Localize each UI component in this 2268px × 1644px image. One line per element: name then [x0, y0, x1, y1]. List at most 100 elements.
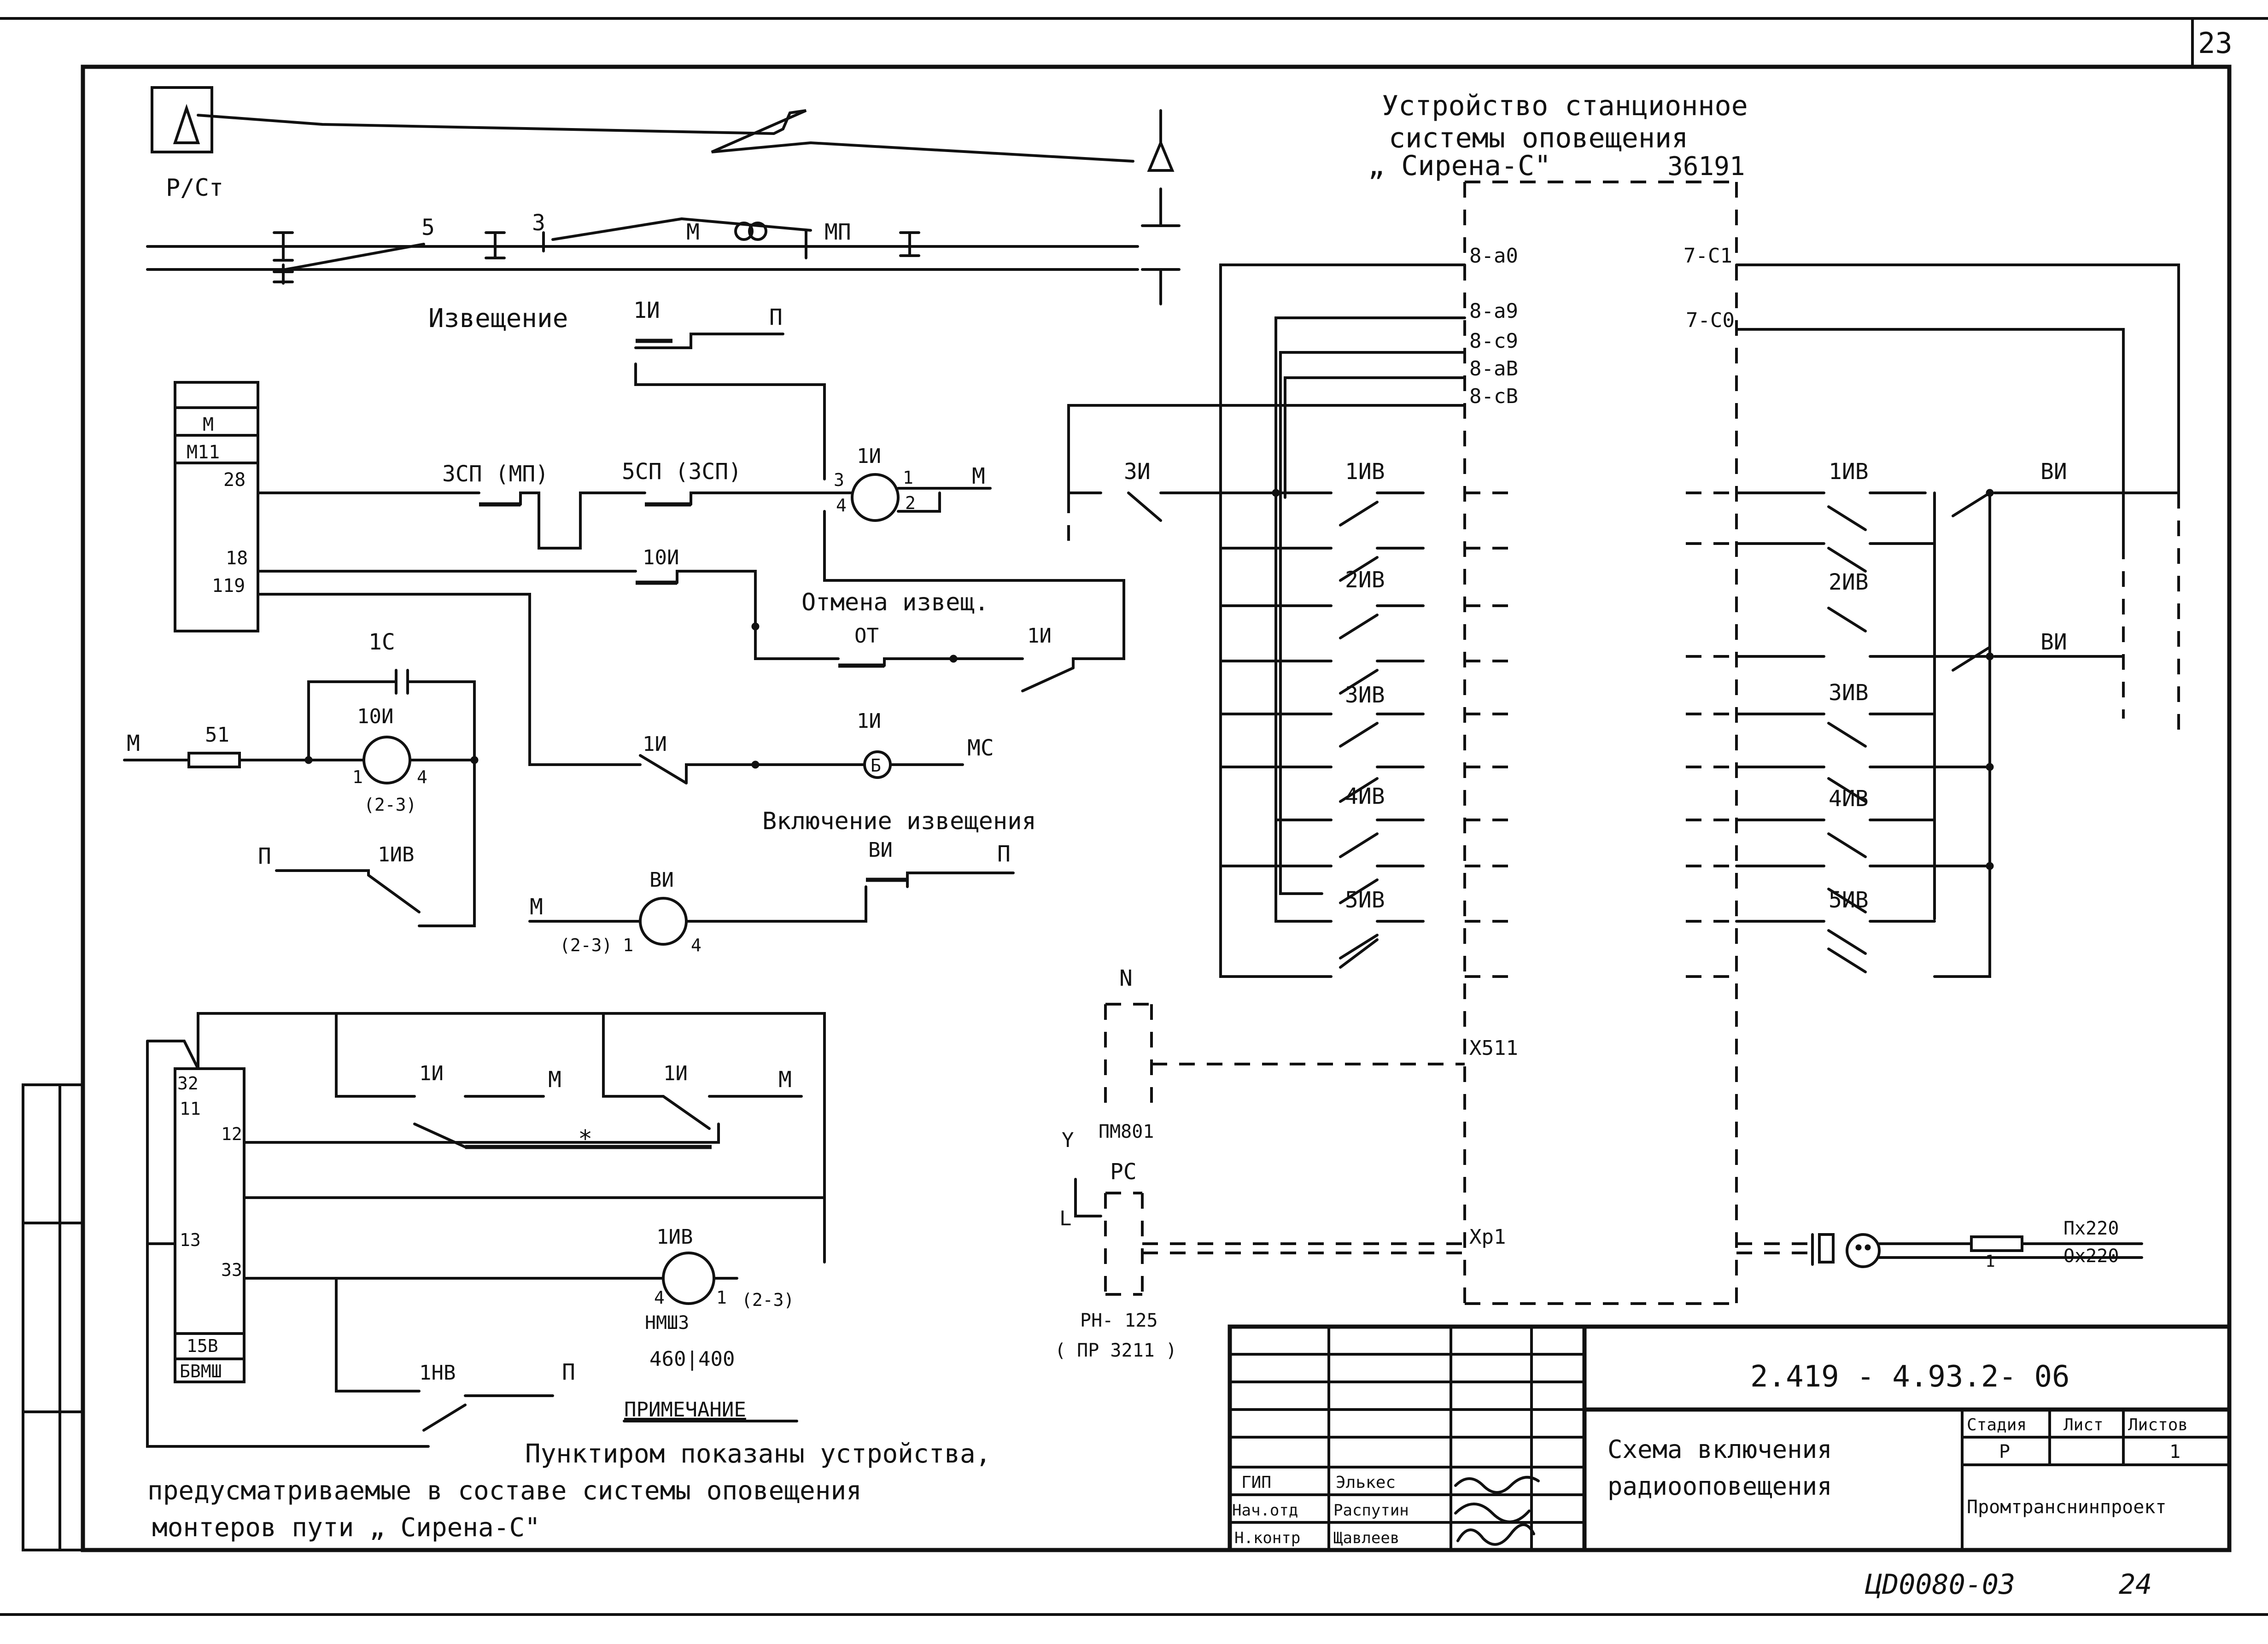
y-label: Y	[1062, 1129, 1074, 1152]
cap-label: 1С	[368, 629, 395, 655]
sheets-value: 1	[2169, 1441, 2180, 1463]
lower-row-33: 33	[221, 1260, 242, 1280]
coil1-label: 1И	[857, 445, 881, 468]
drawing-frame	[0, 17, 2268, 1616]
station-device-outline	[1463, 181, 1738, 1305]
lower-m-a: М	[548, 1067, 561, 1093]
radio-station	[151, 86, 1181, 305]
block-row-m11: М11	[187, 442, 220, 463]
lower-p: П	[562, 1359, 575, 1385]
fuse-one-label: 1	[1985, 1252, 1995, 1271]
pr-label: ( ПР 3211 )	[1055, 1340, 1177, 1361]
role-n-kontr: Н.контр	[1234, 1529, 1300, 1547]
track-label-5: 5	[421, 215, 435, 240]
lower-bottom-15v: 15В	[187, 1336, 218, 1356]
lamp-1i-label: 1И	[857, 709, 881, 733]
station-title-1: Устройство станционное	[1382, 90, 1748, 122]
left-terminal-block	[174, 381, 259, 632]
relay-left-3iv: 3ИВ	[1345, 682, 1385, 708]
relay-left-1iv: 1ИВ	[1345, 459, 1385, 485]
mc-label: МС	[967, 735, 994, 761]
col-stage: Стадия	[1967, 1416, 2027, 1434]
lower-row-12: 12	[221, 1124, 242, 1144]
note-heading: ПРИМЕЧАНИЕ	[624, 1398, 746, 1422]
term-8-c9: 8-c9	[1469, 329, 1518, 353]
lower-bottom-bvmsh: БВМШ	[180, 1361, 222, 1381]
coil-vi	[639, 897, 688, 946]
track-plan	[146, 217, 1139, 285]
pm-label: ПМ801	[1099, 1121, 1154, 1142]
sp3-label: 3СП (МП)	[442, 461, 549, 487]
col-sheets: Листов	[2128, 1416, 2188, 1434]
term-7-c0: 7-C0	[1686, 309, 1735, 332]
rn-label: РН- 125	[1080, 1310, 1158, 1331]
org-name: Промтранснинпроект	[1967, 1497, 2166, 1518]
otmena-title: Отмена извещ.	[801, 589, 989, 616]
fuse	[1970, 1235, 2023, 1252]
lower-terminal-block	[146, 1040, 246, 1383]
doc-code: 2.419 - 4.93.2- 06	[1750, 1360, 2070, 1394]
relay-right-4iv: 4ИВ	[1829, 786, 1869, 812]
note-line-1: Пунктиром показаны устройства,	[525, 1439, 991, 1469]
coil-vi-m: М	[530, 894, 543, 920]
lower-circuit	[146, 1012, 826, 1448]
vkl-title: Включение извещения	[762, 807, 1036, 835]
x511-label: X511	[1469, 1036, 1518, 1060]
contact-1iv-label: 1ИВ	[378, 843, 414, 866]
name-rasputin: Распутин	[1333, 1501, 1409, 1520]
coil-vi-pins: (2-3) 1	[560, 935, 633, 955]
p-left-label: П	[258, 843, 271, 869]
track-label-mp: МП	[824, 219, 851, 245]
lower-coil-type: НМШ3	[645, 1312, 689, 1334]
lower-coil-res: 460|400	[649, 1347, 735, 1371]
note-line-3: монтеров пути „ Сирена-С"	[152, 1513, 540, 1543]
vi-contact-label: ВИ	[868, 838, 893, 862]
izv-p-label: П	[769, 304, 783, 330]
term-8-a9: 8-a9	[1469, 299, 1518, 323]
relay-left-5iv: 5ИВ	[1345, 887, 1385, 913]
res-51-label: 51	[205, 723, 229, 747]
relay-left-4iv: 4ИВ	[1345, 784, 1385, 809]
resistor-51	[187, 752, 241, 768]
lower-coil-range: (2-3)	[742, 1290, 794, 1310]
ot-label: ОТ	[854, 624, 879, 648]
socket-icon	[1846, 1233, 1881, 1268]
contact-1i-mid-label: 1И	[643, 732, 667, 756]
term-8-cB: 8-cB	[1469, 385, 1518, 408]
coil10-range: (2-3)	[364, 795, 416, 815]
vi-p-label: П	[997, 841, 1011, 867]
coil1-pin4: 4	[836, 495, 847, 515]
relay-bus-left	[1067, 263, 1466, 978]
station-title-3: „ Сирена-С"	[1368, 150, 1551, 182]
m-left-label: М	[127, 731, 140, 756]
bottom-page: 24	[2119, 1568, 2152, 1601]
izv-1i-label: 1И	[633, 298, 660, 323]
relay-right-3iv: 3ИВ	[1829, 680, 1869, 706]
n-label: N	[1119, 965, 1133, 991]
coil-vi-pin4: 4	[691, 935, 701, 955]
block-row-119: 119	[212, 575, 245, 597]
term-7-c1: 7-C1	[1683, 244, 1732, 268]
coil10-pin4: 4	[417, 767, 427, 787]
page-number: 23	[2198, 26, 2233, 60]
coil-1iv-lower	[662, 1252, 715, 1305]
lower-coil-label: 1ИВ	[656, 1225, 693, 1249]
izveshchenie-circuit	[257, 333, 1125, 784]
drawing-title-1: Схема включения	[1607, 1435, 1832, 1464]
track-label-m: М	[686, 219, 700, 245]
sp5-label: 5СП (3СП)	[622, 459, 742, 485]
stage-value: Р	[1999, 1441, 2010, 1463]
lower-m-b: М	[778, 1067, 792, 1093]
l-label: L	[1059, 1207, 1072, 1230]
station-title-2: системы оповещения	[1389, 122, 1688, 154]
relay-right-5iv: 5ИВ	[1829, 887, 1869, 913]
coil-10i-group	[123, 669, 479, 927]
name-elkes: Элькес	[1336, 1473, 1396, 1492]
coil10-pin1: 1	[352, 767, 363, 787]
col-sheet: Лист	[2063, 1416, 2104, 1434]
lower-star: *	[578, 1125, 592, 1153]
lower-row-13: 13	[180, 1230, 201, 1250]
relay-left-2iv: 2ИВ	[1345, 567, 1385, 593]
coil1-pin3: 3	[834, 470, 844, 490]
